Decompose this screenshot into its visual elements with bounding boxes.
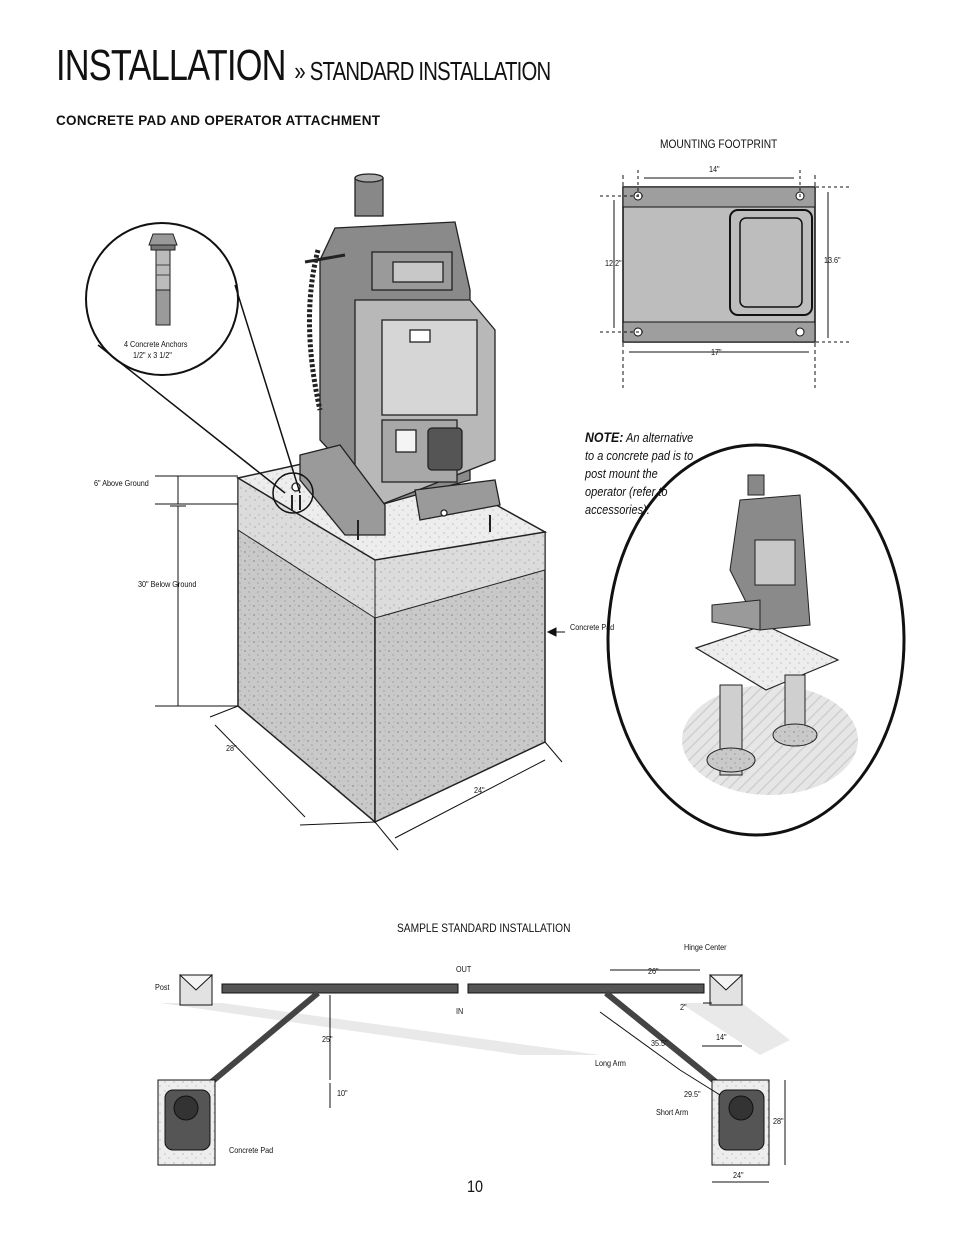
in-label: IN	[456, 1006, 464, 1016]
sample-installation-diagram	[157, 969, 790, 1183]
footprint-title: MOUNTING FOOTPRINT	[660, 137, 778, 151]
footprint-top-dim: 14"	[709, 164, 720, 174]
below-ground-label: 30" Below Ground	[138, 579, 197, 589]
post-label: Post	[155, 982, 170, 992]
dim-26: 26"	[648, 966, 659, 976]
page-title: INSTALLATION » STANDARD INSTALLATION	[56, 41, 551, 90]
sample-concrete-pad-label: Concrete Pad	[229, 1145, 274, 1155]
gate-operator-illustration	[291, 173, 501, 540]
long-arm-label: Long Arm	[595, 1058, 626, 1068]
anchor-callout	[85, 222, 314, 514]
post-mount-alternative	[606, 443, 906, 837]
mounting-footprint-diagram	[600, 170, 850, 388]
dim-2: 2"	[680, 1002, 687, 1012]
post-mount-note: NOTE: An alternative to a concrete pad i…	[585, 428, 699, 519]
out-label: OUT	[456, 964, 472, 974]
dim-35: 35.5"	[651, 1038, 668, 1048]
page-number: 10	[467, 1177, 484, 1196]
footprint-bottom-dim: 17"	[711, 347, 722, 357]
footprint-left-dim: 12.2"	[605, 258, 622, 268]
short-arm-label: Short Arm	[656, 1107, 689, 1117]
footprint-right-dim: 13.6"	[824, 255, 841, 265]
dim-10: 10"	[337, 1088, 348, 1098]
dim-14: 14"	[716, 1032, 727, 1042]
concrete-pad-label: Concrete Pad	[570, 622, 615, 632]
pad-dimension-lines	[155, 475, 565, 851]
note-text: An alternative to a concrete pad is to p…	[585, 431, 694, 517]
anchor-callout-line1: 4 Concrete Anchors	[124, 339, 188, 349]
depth-label: 28"	[226, 743, 237, 753]
width-label: 24"	[474, 785, 485, 795]
dim-28: 28"	[773, 1116, 784, 1126]
anchor-callout-line2: 1/2" x 3 1/2"	[133, 350, 172, 360]
page-title-main: INSTALLATION	[56, 41, 286, 90]
dim-29: 29.5"	[684, 1089, 701, 1099]
hinge-center-label: Hinge Center	[684, 942, 727, 952]
section-heading: CONCRETE PAD AND OPERATOR ATTACHMENT	[56, 113, 381, 128]
note-label: NOTE:	[585, 429, 624, 445]
dim-24: 24"	[733, 1170, 744, 1180]
sample-installation-title: SAMPLE STANDARD INSTALLATION	[397, 921, 571, 935]
dim-25: 25"	[322, 1034, 333, 1044]
above-ground-label: 6" Above Ground	[94, 478, 149, 488]
page-title-sub: » STANDARD INSTALLATION	[294, 56, 551, 86]
